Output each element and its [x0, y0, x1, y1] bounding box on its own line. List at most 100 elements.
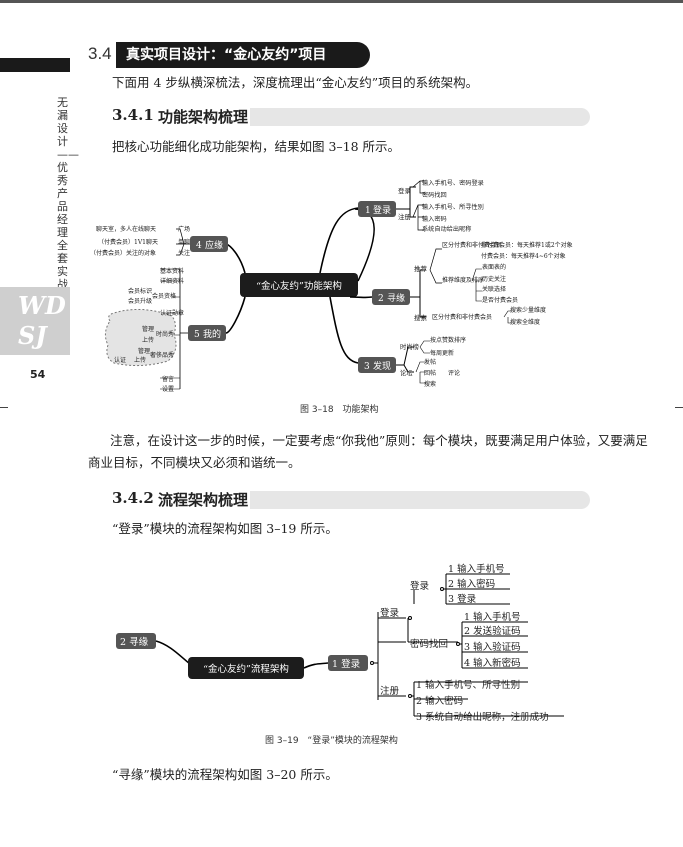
- svg-text:5: 5: [194, 330, 200, 340]
- svg-text:登录: 登录: [410, 581, 430, 592]
- svg-text:是否付费会员: 是否付费会员: [482, 296, 518, 304]
- svg-text:管理: 管理: [142, 325, 154, 333]
- figure-3-18-mindmap: “金心友约”功能架构 1 登录 登录 注册 输入手机号、密码登录 密码找回 输入…: [90, 179, 573, 393]
- svg-text:密码找回: 密码找回: [422, 191, 447, 199]
- svg-text:2 输入密码: 2 输入密码: [448, 578, 495, 590]
- svg-text:注册: 注册: [398, 212, 412, 221]
- subsection-title: 流程架构梳理: [158, 491, 249, 509]
- svg-text:会员标识: 会员标识: [128, 287, 152, 295]
- svg-text:2 发送验证码: 2 发送验证码: [464, 625, 521, 637]
- svg-text:搜索少量维度: 搜索少量维度: [510, 306, 546, 314]
- subsection-number: 3.4.1: [112, 106, 154, 124]
- svg-text:每周更新: 每周更新: [430, 349, 454, 357]
- svg-text:认证勋章: 认证勋章: [160, 309, 184, 317]
- svg-text:4 输入新密码: 4 输入新密码: [464, 657, 521, 669]
- svg-text:寻缘: 寻缘: [387, 292, 405, 304]
- page-number: 54: [30, 368, 46, 381]
- svg-text:付费会员：每天推荐4~6个对象: 付费会员：每天推荐4~6个对象: [481, 252, 566, 260]
- svg-text:关联选择: 关联选择: [482, 285, 506, 293]
- svg-text:1: 1: [365, 206, 371, 216]
- footer-paragraph: “寻缘”模块的流程架构如图 3–20 所示。: [112, 767, 338, 782]
- svg-text:表面表的: 表面表的: [482, 263, 506, 271]
- book-title-vertical: 无漏设计——优秀产品经理全套实战技巧: [57, 96, 79, 317]
- subsection-number: 3.4.2: [112, 489, 154, 507]
- svg-text:会员升级: 会员升级: [128, 297, 152, 305]
- svg-text:（付费会员）关注的对象: （付费会员）关注的对象: [90, 249, 156, 257]
- svg-text:1 输入手机号、所寻性别: 1 输入手机号、所寻性别: [416, 679, 520, 691]
- crop-mark: [675, 407, 683, 408]
- svg-text:聊天室，多人在线聊天: 聊天室，多人在线聊天: [96, 225, 156, 233]
- svg-text:搜索: 搜索: [414, 313, 428, 322]
- mindmap-center: “金心友约”功能架构: [256, 280, 342, 292]
- svg-text:3 输入验证码: 3 输入验证码: [464, 641, 521, 653]
- svg-text:登录: 登录: [373, 205, 391, 216]
- svg-text:按点赞数排序: 按点赞数排序: [430, 336, 466, 344]
- svg-text:留言: 留言: [162, 375, 174, 383]
- subsection-text: 把核心功能细化成功能架构，结果如图 3–18 所示。: [112, 139, 401, 154]
- svg-text:1 输入手机号: 1 输入手机号: [464, 611, 521, 623]
- svg-text:回帖: 回帖: [424, 369, 436, 377]
- svg-text:会员资格: 会员资格: [152, 292, 176, 300]
- flow-left-node: 2 寻缘: [120, 636, 149, 648]
- svg-text:推荐: 推荐: [414, 264, 428, 273]
- svg-text:登录: 登录: [398, 186, 412, 195]
- svg-text:登录: 登录: [380, 608, 400, 619]
- svg-text:2: 2: [378, 294, 384, 304]
- section-title: 真实项目设计：“金心友约”项目: [116, 42, 370, 68]
- svg-text:上传: 上传: [134, 356, 146, 364]
- svg-text:论坛: 论坛: [400, 368, 413, 377]
- svg-text:时尚榜: 时尚榜: [400, 342, 419, 351]
- svg-text:发现: 发现: [373, 360, 391, 372]
- crop-mark: [0, 407, 8, 408]
- svg-text:4: 4: [196, 241, 202, 251]
- svg-text:时尚秀: 时尚秀: [156, 330, 174, 338]
- flow-center: “金心友约”流程架构: [203, 663, 289, 675]
- svg-text:输入手机号、密码登录: 输入手机号、密码登录: [422, 179, 484, 187]
- figure-3-19-flow: 2 寻缘 “金心友约”流程架构 1 登录 登录 注册 登录 1 输入手机号 2 …: [116, 563, 564, 723]
- svg-text:我的: 我的: [203, 328, 221, 340]
- subsection-text: “登录”模块的流程架构如图 3–19 所示。: [112, 521, 338, 536]
- svg-text:评论: 评论: [448, 369, 460, 377]
- svg-text:系统自动给出昵称: 系统自动给出昵称: [422, 225, 472, 233]
- svg-text:输入手机号、所寻性别: 输入手机号、所寻性别: [422, 203, 484, 211]
- svg-text:广场: 广场: [178, 225, 190, 233]
- svg-text:3: 3: [364, 362, 370, 372]
- svg-text:区分付费和非付费会员: 区分付费和非付费会员: [442, 241, 502, 249]
- svg-text:搜索: 搜索: [424, 380, 436, 388]
- svg-text:设置: 设置: [162, 385, 174, 393]
- note-paragraph: 注意，在设计这一步的时候，一定要考虑“你我他”原则：每个模块，既要满足用户体验，…: [88, 433, 648, 470]
- svg-text:关注: 关注: [178, 249, 190, 257]
- subsection-title: 功能架构梳理: [158, 108, 249, 126]
- svg-text:单聊: 单聊: [178, 238, 190, 246]
- flow-main-node: 1 登录: [332, 659, 361, 670]
- svg-text:应缘: 应缘: [205, 239, 223, 251]
- svg-text:（付费会员）1V1聊天: （付费会员）1V1聊天: [98, 238, 158, 246]
- svg-text:2 输入密码: 2 输入密码: [416, 695, 463, 707]
- svg-text:非付费会员：每天推荐1或2个对象: 非付费会员：每天推荐1或2个对象: [481, 241, 573, 249]
- svg-text:管理: 管理: [138, 347, 150, 355]
- section-number: 3.4: [88, 44, 112, 63]
- svg-text:3 登录: 3 登录: [448, 594, 477, 605]
- subsection-bar: [250, 108, 590, 126]
- svg-text:详细资料: 详细资料: [160, 277, 184, 285]
- figure-3-18-caption: 图 3–18 功能架构: [300, 405, 379, 415]
- svg-text:3 系统自动给出昵称，注册成功: 3 系统自动给出昵称，注册成功: [416, 711, 549, 723]
- svg-text:基本资料: 基本资料: [160, 267, 184, 275]
- sidebar-black-tab: [0, 58, 70, 72]
- svg-text:奢侈品秀: 奢侈品秀: [150, 351, 174, 359]
- svg-text:认证: 认证: [114, 356, 126, 364]
- svg-text:上传: 上传: [142, 336, 154, 344]
- subsection-bar: [250, 491, 590, 509]
- svg-text:推荐维度及排序: 推荐维度及排序: [442, 276, 484, 284]
- svg-text:注册: 注册: [380, 685, 400, 697]
- svg-text:1 输入手机号: 1 输入手机号: [448, 563, 505, 575]
- svg-text:密码找回: 密码找回: [410, 638, 448, 650]
- top-rule: [0, 0, 683, 3]
- intro-paragraph: 下面用 4 步纵横深梳法，深度梳理出“金心友约”项目的系统架构。: [112, 75, 479, 90]
- svg-text:历史关注: 历史关注: [482, 275, 506, 283]
- svg-text:发帖: 发帖: [424, 358, 436, 366]
- svg-text:搜索全维度: 搜索全维度: [510, 318, 540, 326]
- figure-3-19-caption: 图 3–19 “登录”模块的流程架构: [265, 736, 398, 746]
- svg-text:输入密码: 输入密码: [422, 215, 447, 223]
